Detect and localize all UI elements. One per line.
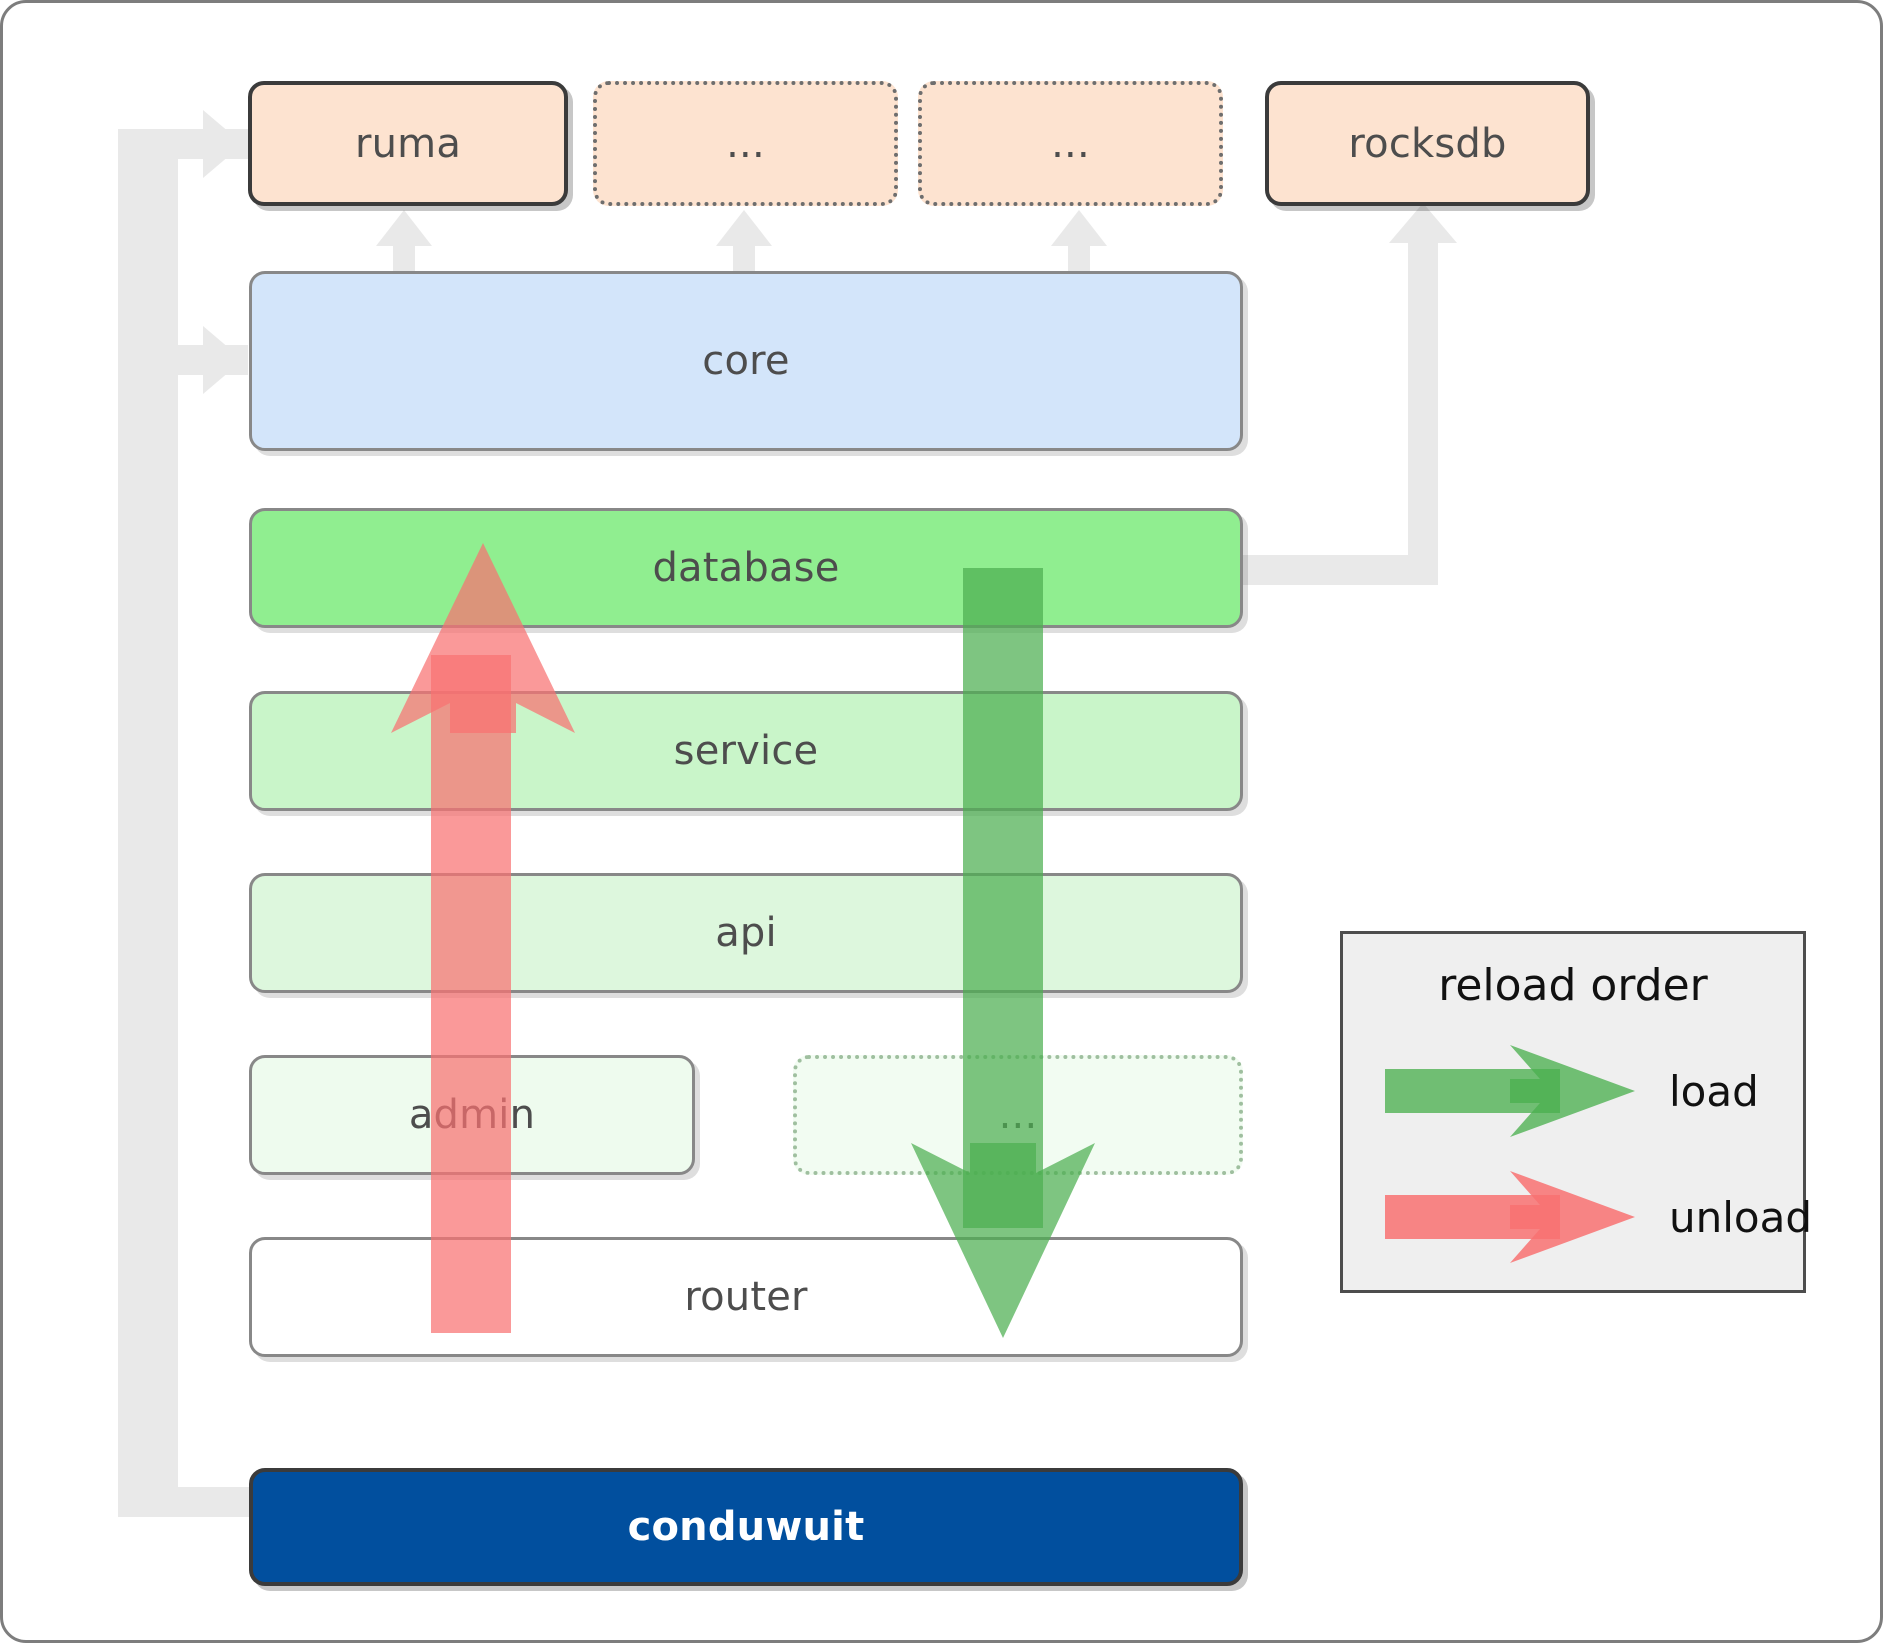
connector-database-to-rocksdb-horizontal [1243,555,1423,585]
flow-load-arrow [903,568,1113,1338]
node-rocksdb-label: rocksdb [1348,120,1507,167]
node-ext1-label: ... [726,120,765,167]
node-core-label: core [702,338,790,384]
node-ext2-label: ... [1051,120,1090,167]
connector-core-to-ext2-arrowhead [1051,210,1107,246]
connector-database-to-rocksdb-vertical [1408,241,1438,585]
node-router-label: router [684,1274,808,1320]
legend-panel: reload order load unload [1340,931,1812,1293]
node-core[interactable]: core [249,271,1243,451]
unload-arrow-icon [1385,1171,1635,1263]
connector-conduwuit-trunk-vertical [118,129,148,1517]
node-database[interactable]: database [249,508,1243,628]
node-api[interactable]: api [249,873,1243,993]
connector-core-to-ext1-arrowhead [716,210,772,246]
legend-item-unload: unload [1343,1171,1812,1263]
node-ext1[interactable]: ... [593,81,898,206]
legend-item-load: load [1343,1045,1803,1137]
node-api-label: api [715,910,777,956]
node-conduwuit-label: conduwuit [627,1504,865,1550]
node-rocksdb[interactable]: rocksdb [1265,81,1590,206]
node-conduwuit[interactable]: conduwuit [249,1468,1243,1586]
connector-to-core-arrowhead [203,326,243,394]
legend-title: reload order [1438,960,1708,1011]
connector-core-branch-vertical [148,129,178,1487]
connector-database-to-rocksdb-arrowhead [1389,203,1457,243]
load-arrow-icon [1385,1045,1635,1137]
legend-label-unload: unload [1669,1192,1813,1242]
connector-core-to-ruma-arrowhead [376,210,432,246]
node-service-label: service [673,728,819,774]
flow-unload-arrow [383,543,583,1333]
legend-label-load: load [1669,1066,1759,1116]
node-router[interactable]: router [249,1237,1243,1357]
node-ruma-label: ruma [354,120,462,167]
node-database-label: database [652,545,840,591]
node-ruma[interactable]: ruma [248,81,568,206]
node-ext2[interactable]: ... [918,81,1223,206]
connector-to-ruma-arrowhead [203,110,243,178]
